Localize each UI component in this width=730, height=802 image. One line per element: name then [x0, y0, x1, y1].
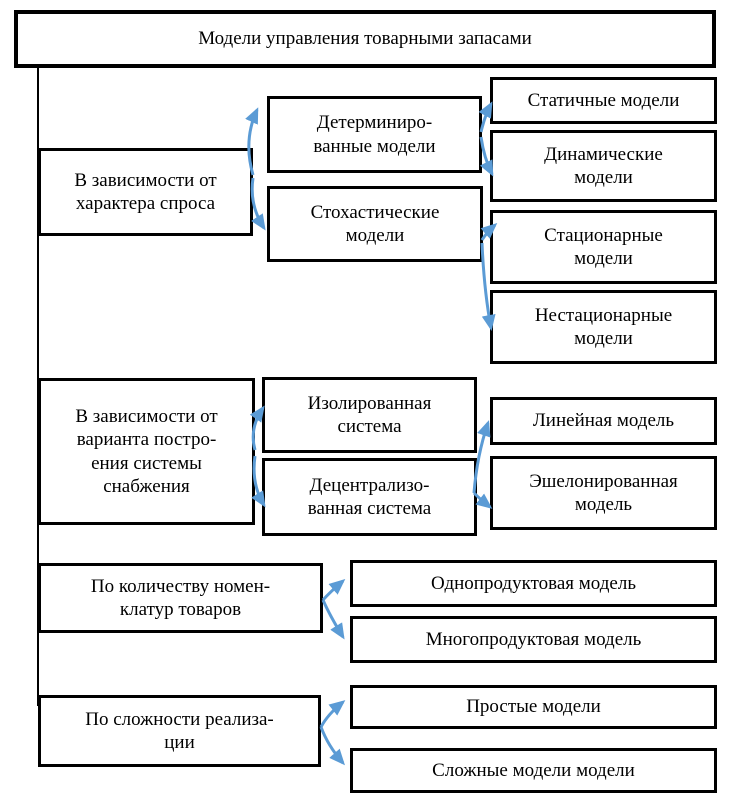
- diagram-title: Модели управления товарными запасами: [198, 28, 532, 50]
- arrow-nomenclature-to-single-product: [321, 579, 346, 601]
- model-label: Детерминиро- ванные модели: [313, 112, 436, 157]
- model-box-stochastic: Стохастические модели: [267, 186, 483, 262]
- arrow-demand-to-stochastic: [250, 177, 266, 231]
- model-box-decentralized-system: Децентрализо- ванная система: [262, 458, 477, 536]
- model-box-single-product: Однопродуктовая модель: [350, 560, 717, 607]
- model-box-nonstationary: Нестационарные модели: [490, 290, 717, 364]
- model-box-isolated-system: Изолированная система: [262, 377, 477, 453]
- model-box-linear: Линейная модель: [490, 397, 717, 445]
- criterion-box-demand-character: В зависимости от характера спроса: [38, 148, 253, 236]
- model-label: Нестационарные модели: [534, 304, 673, 349]
- model-label: Многопродуктовая модель: [425, 628, 642, 650]
- criterion-box-nomenclature-count: По количеству номен- клатур товаров: [38, 563, 323, 633]
- model-box-stationary: Стационарные модели: [490, 210, 717, 284]
- model-box-simple: Простые модели: [350, 685, 717, 729]
- model-box-multi-product: Многопродуктовая модель: [350, 616, 717, 663]
- model-label: Изолированная система: [307, 392, 432, 437]
- criterion-label: В зависимости от варианта постро- ения с…: [75, 406, 218, 497]
- group3-arrows: [321, 579, 346, 640]
- model-box-static: Статичные модели: [490, 77, 717, 124]
- model-box-deterministic: Детерминиро- ванные модели: [267, 96, 482, 173]
- model-label: Стохастические модели: [310, 201, 440, 246]
- arrow-complexity-to-complex: [319, 726, 345, 766]
- model-label: Децентрализо- ванная система: [307, 474, 432, 519]
- model-box-dynamic: Динамические модели: [490, 130, 717, 202]
- criterion-box-supply-system: В зависимости от варианта постро- ения с…: [38, 378, 255, 525]
- arrow-nomenclature-to-multi-product: [321, 599, 345, 640]
- group4-arrows: [319, 700, 346, 766]
- model-label: Линейная модель: [532, 410, 675, 432]
- model-label: Эшелонированная модель: [529, 470, 678, 515]
- title-box: Модели управления товарными запасами: [14, 10, 716, 68]
- criterion-label: По сложности реализа- ции: [85, 708, 274, 753]
- model-label: Статичные модели: [527, 89, 680, 111]
- criterion-label: По количеству номен- клатур товаров: [90, 575, 271, 620]
- model-label: Динамические модели: [544, 143, 663, 188]
- model-box-complex: Сложные модели модели: [350, 748, 717, 793]
- model-label: Простые модели: [466, 696, 601, 718]
- criterion-label: В зависимости от характера спроса: [74, 169, 217, 214]
- criterion-box-implementation-complexity: По сложности реализа- ции: [38, 695, 321, 767]
- arrow-complexity-to-simple: [319, 700, 346, 728]
- model-label: Стационарные модели: [544, 224, 663, 269]
- model-label: Однопродуктовая модель: [431, 572, 636, 594]
- model-box-echeloned: Эшелонированная модель: [490, 456, 717, 530]
- model-label: Сложные модели модели: [432, 759, 635, 781]
